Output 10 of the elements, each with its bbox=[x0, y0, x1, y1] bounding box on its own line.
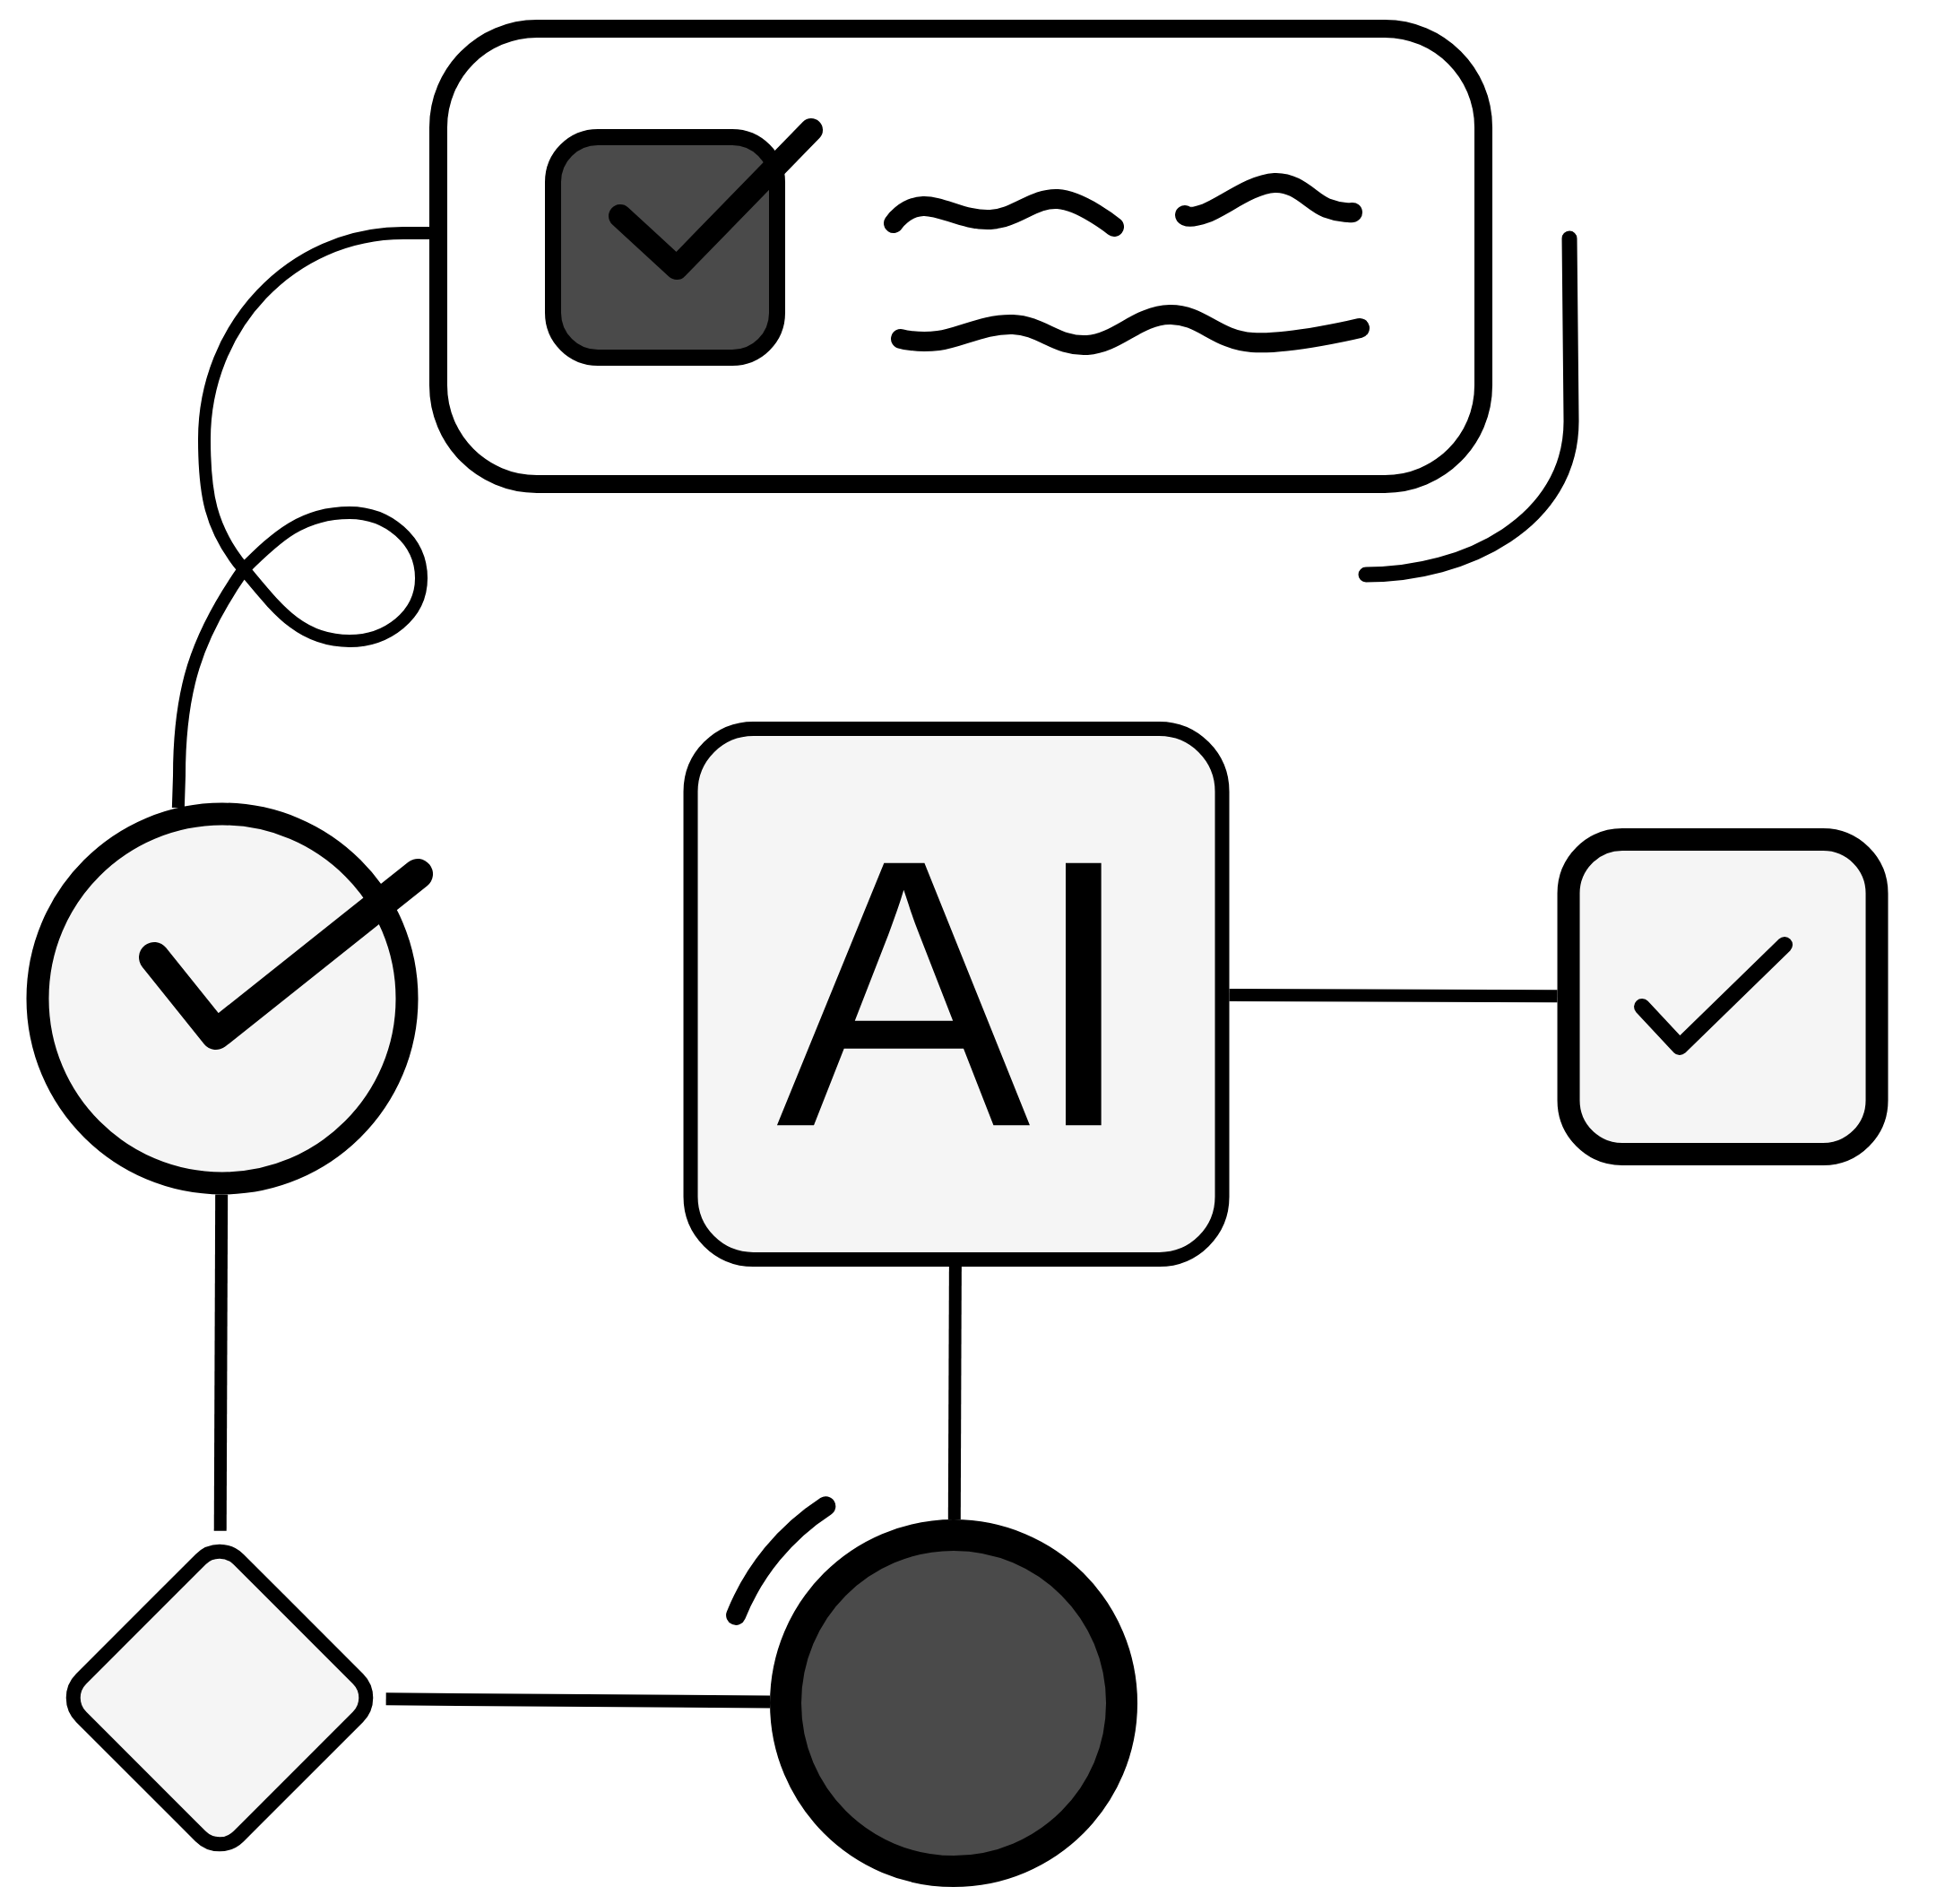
diamond-node bbox=[65, 1544, 374, 1852]
connector bbox=[213, 1194, 229, 1531]
connector bbox=[385, 1692, 771, 1709]
square-node bbox=[1557, 828, 1888, 1165]
looped-connector bbox=[171, 227, 429, 809]
process-box: AI bbox=[683, 722, 1230, 1267]
circle-node bbox=[26, 802, 419, 1195]
filled-circle bbox=[770, 1519, 1138, 1887]
connector bbox=[947, 1267, 962, 1520]
connector bbox=[1229, 989, 1558, 1003]
